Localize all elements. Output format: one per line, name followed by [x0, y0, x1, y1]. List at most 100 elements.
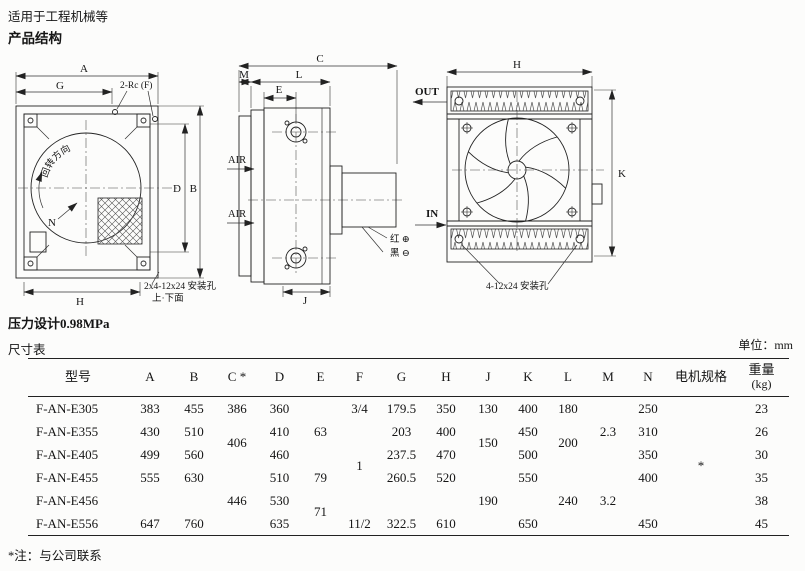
core-hatch — [97, 197, 143, 245]
value-cell: 760 — [184, 515, 204, 531]
dim-label-k: K — [618, 168, 626, 180]
value-cell: 237.5 — [386, 446, 417, 462]
col-header-g: G — [396, 369, 407, 385]
rotation-note: 回转方向 — [39, 142, 72, 179]
col-header-j: J — [485, 369, 491, 385]
model-cell: F-AN-E305 — [36, 400, 99, 416]
core-fins-top — [450, 90, 589, 112]
dim-label-c: C — [316, 53, 323, 65]
value-cell: 510 — [269, 469, 290, 485]
value-cell: 550 — [518, 469, 538, 485]
rotation-arrow — [35, 171, 44, 209]
value-cell: 610 — [436, 515, 456, 531]
value-cell: 499 — [140, 446, 160, 462]
wire-red-label: 红 ⊕ — [390, 233, 410, 245]
col-header-motor: 电机规格 — [674, 369, 727, 385]
value-cell: 260.5 — [386, 469, 417, 485]
model-cell: F-AN-E556 — [36, 515, 99, 531]
value-cell: 470 — [436, 446, 456, 462]
value-cell: 322.5 — [386, 515, 417, 531]
value-cell: * — [697, 458, 705, 473]
flow-out-label: OUT — [415, 86, 440, 98]
col-header-b: B — [189, 369, 199, 385]
model-cell: F-AN-E355 — [36, 423, 99, 439]
air-label-bottom: AIR — [228, 209, 246, 220]
footnote: *注：与公司联系 — [8, 549, 102, 563]
value-cell: 240 — [558, 492, 578, 508]
value-cell: 350 — [436, 400, 456, 416]
wire-black-label: 黑 ⊖ — [390, 248, 410, 259]
value-cell: 1 — [356, 458, 363, 473]
rear-view-drawing: H — [412, 59, 626, 292]
value-cell: 450 — [518, 423, 538, 439]
blade-mark-n: N — [48, 217, 56, 229]
dim-label-g: G — [56, 80, 64, 92]
col-header-h: H — [441, 369, 451, 385]
value-cell: 45 — [755, 515, 768, 531]
value-cell: 23 — [755, 400, 768, 416]
product-structure-drawings: A G 2-Rc (F) 回转方向 N — [15, 53, 626, 308]
table-title: 尺寸表 — [8, 343, 46, 357]
value-cell: 560 — [184, 446, 204, 462]
col-header-a: A — [145, 369, 155, 385]
value-cell: 383 — [140, 400, 160, 416]
value-cell: 400 — [436, 423, 456, 439]
dim-label-j: J — [303, 295, 308, 307]
value-cell: 150 — [478, 435, 498, 450]
dim-label-b: B — [190, 183, 197, 195]
value-cell: 460 — [269, 446, 290, 462]
value-cell: 30 — [755, 446, 768, 462]
value-cell: 71 — [314, 504, 327, 519]
port-note: 2-Rc (F) — [120, 80, 152, 91]
col-header-e: E — [316, 369, 325, 385]
air-label-top: AIR — [228, 155, 246, 166]
value-cell: 310 — [638, 423, 658, 439]
value-cell: 455 — [184, 400, 204, 416]
model-cell: F-AN-E456 — [36, 492, 99, 508]
value-cell: 446 — [227, 492, 247, 508]
unit-note: 单位：mm — [738, 338, 793, 352]
dim-label-h-front: H — [76, 296, 84, 308]
pressure-note: 压力设计0.98MPa — [8, 316, 110, 331]
value-cell: 38 — [755, 492, 768, 508]
value-cell: 647 — [140, 515, 160, 531]
value-cell: 650 — [518, 515, 538, 531]
value-cell: 3.2 — [599, 492, 617, 508]
col-header-f: F — [355, 369, 364, 385]
value-cell: 510 — [184, 423, 204, 439]
value-cell: 635 — [269, 515, 290, 531]
top-note: 适用于工程机械等 — [8, 10, 109, 24]
dim-label-a: A — [80, 63, 88, 75]
dim-label-h-rear: H — [513, 59, 521, 71]
value-cell: 130 — [478, 400, 498, 416]
value-cell: 350 — [638, 446, 658, 462]
core-fins-bottom — [450, 228, 589, 250]
dim-label-e: E — [276, 84, 283, 96]
col-header-model: 型号 — [64, 369, 91, 385]
value-cell: 35 — [755, 469, 768, 485]
value-cell: 430 — [140, 423, 160, 439]
value-cell: 11/2 — [348, 515, 371, 531]
value-cell: 63 — [314, 423, 327, 439]
value-cell: 500 — [518, 446, 538, 462]
value-cell: 180 — [558, 400, 578, 416]
col-header-c: C * — [227, 369, 247, 385]
section-title: 产品结构 — [8, 31, 62, 46]
model-cell: F-AN-E455 — [36, 469, 99, 485]
value-cell: 630 — [184, 469, 204, 485]
value-cell: 79 — [314, 469, 327, 485]
value-cell: 250 — [638, 400, 658, 416]
side-view-drawing: C M L E 红 ⊕ 黑 ⊖ — [227, 53, 410, 307]
value-cell: 400 — [638, 469, 658, 485]
col-header-l: L — [564, 369, 572, 385]
value-cell: 450 — [638, 515, 658, 531]
svg-text:回转方向: 回转方向 — [39, 142, 72, 179]
flow-in-label: IN — [426, 208, 438, 220]
mount-faces-note: 上·下面 — [152, 293, 184, 304]
mount-note-rear: 4-12x24 安装孔 — [486, 280, 549, 292]
motor-body — [341, 172, 397, 228]
value-cell: 410 — [269, 423, 290, 439]
